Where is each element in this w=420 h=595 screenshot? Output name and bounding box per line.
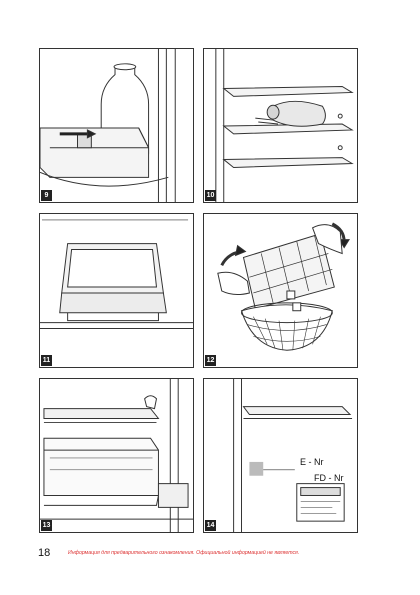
figure-number-13: 13 <box>41 520 52 531</box>
page-number: 18 <box>38 547 51 559</box>
milk-bottle-illustration <box>40 49 176 202</box>
wine-bottle-illustration <box>215 49 354 202</box>
shelf-drawer-illustration <box>40 379 193 532</box>
ice-cube-tray-illustration <box>217 222 350 351</box>
figure-number-14: 14 <box>205 520 216 531</box>
figure-11-panel: 11 <box>39 213 194 368</box>
figure-number-9: 9 <box>41 190 52 201</box>
storage-tray-illustration <box>40 219 193 329</box>
figure-14-panel: E - Nr FD - Nr 14 <box>203 378 358 533</box>
rating-plate-illustration <box>233 379 353 532</box>
figure-number-11: 11 <box>41 355 52 366</box>
figure-10-panel: 10 <box>203 48 358 203</box>
figure-number-10: 10 <box>205 190 216 201</box>
fd-nr-label: FD - Nr <box>314 473 344 483</box>
figure-12-panel: 12 <box>203 213 358 368</box>
preview-disclaimer: Информация для предварительного ознакомл… <box>68 550 300 556</box>
figure-13-panel: 13 <box>39 378 194 533</box>
figure-9-panel: 9 <box>39 48 194 203</box>
e-nr-label: E - Nr <box>300 457 324 467</box>
figure-number-12: 12 <box>205 355 216 366</box>
